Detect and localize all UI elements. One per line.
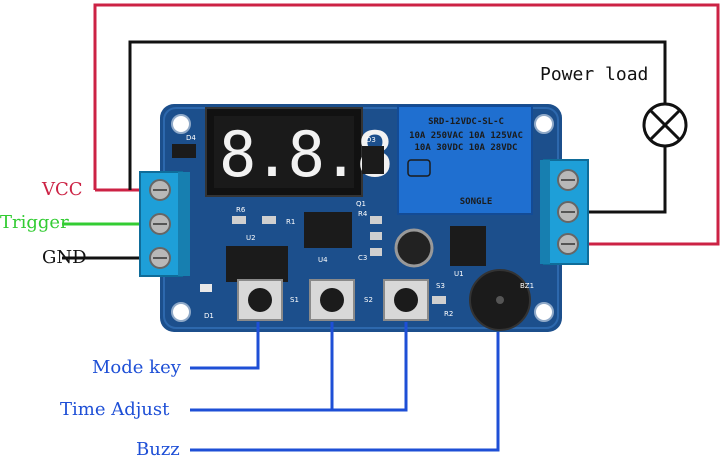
silk-d3: D3 [366, 136, 376, 144]
relay: SRD-12VDC-SL-C 10A 250VAC 10A 125VAC 10A… [397, 105, 533, 215]
time-adjust-callout-line [190, 322, 408, 412]
silk-bz1: BZ1 [520, 282, 534, 290]
silk-d4: D4 [186, 134, 196, 142]
silk-d1: D1 [204, 312, 214, 320]
silk-s1: S1 [290, 296, 299, 304]
gnd-label: GND [42, 247, 87, 268]
silk-u4: U4 [318, 256, 328, 264]
diode-d3 [362, 146, 384, 174]
buzzer [469, 269, 531, 331]
silk-r1: R1 [286, 218, 295, 226]
lamp-icon [642, 102, 688, 148]
seven-segment-display: 8.8.8 [205, 107, 394, 197]
load-wire [128, 40, 667, 214]
silk-s2: S2 [364, 296, 373, 304]
mode-key-label: Mode key [92, 357, 181, 378]
time-adjust-button-1[interactable] [309, 279, 355, 321]
silk-c3: C3 [358, 254, 367, 262]
status-led [200, 284, 212, 292]
silk-r6: R6 [236, 206, 246, 214]
trigger-label: Trigger [0, 212, 69, 233]
time-adjust-button-2[interactable] [383, 279, 429, 321]
time-adjust-label: Time Adjust [60, 399, 170, 420]
relay-rating-2: 10A 30VDC 10A 28VDC [415, 143, 518, 153]
power-load-label: Power load [540, 64, 649, 85]
silk-r2: R2 [444, 310, 453, 318]
microcontroller-chip [304, 212, 352, 248]
relay-brand: SONGLE [460, 197, 493, 207]
capacitor [394, 228, 434, 268]
diode-d4 [172, 144, 196, 158]
relay-model: SRD-12VDC-SL-C [428, 117, 504, 127]
silk-s3: S3 [436, 282, 445, 290]
silk-q1: Q1 [356, 200, 366, 208]
optocoupler-chip [226, 246, 288, 282]
mode-key-button[interactable] [237, 279, 283, 321]
buzz-label: Buzz [136, 439, 180, 460]
silk-r4: R4 [358, 210, 368, 218]
silk-u2: U2 [246, 234, 256, 242]
regulator-chip [450, 226, 486, 266]
silk-u1: U1 [454, 270, 464, 278]
buzz-callout-line [190, 332, 500, 452]
vcc-label: VCC [42, 179, 83, 200]
output-terminal-block [540, 159, 589, 265]
relay-rating-1: 10A 250VAC 10A 125VAC [409, 131, 523, 141]
input-terminal-block [139, 171, 190, 277]
mode-key-callout-line [190, 322, 260, 370]
